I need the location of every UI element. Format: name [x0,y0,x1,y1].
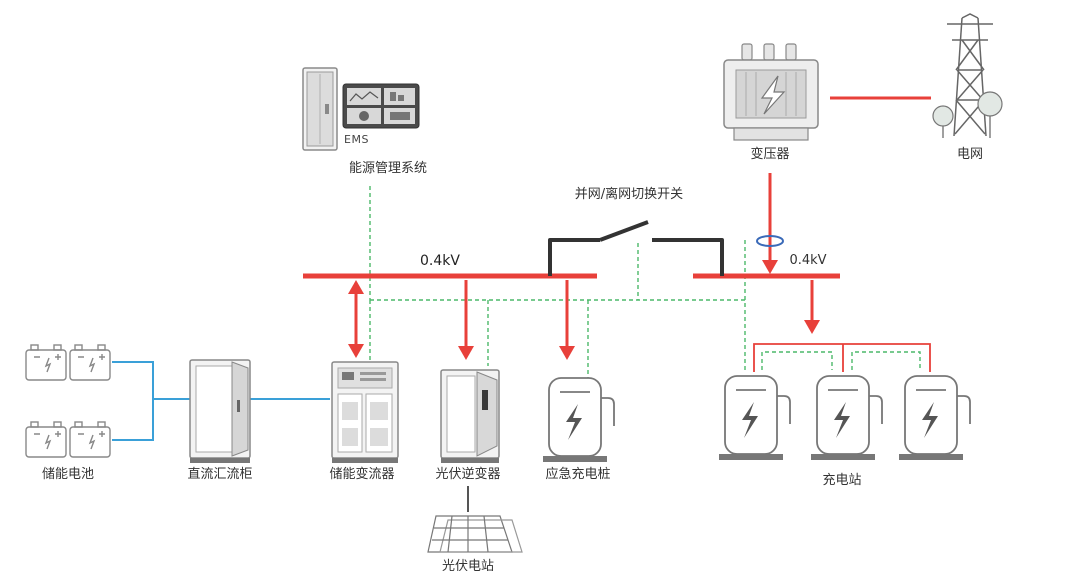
cabinet-icon [331,361,399,463]
control-lines [369,186,921,383]
storage-batteries [25,344,111,458]
tree-icon [977,91,1003,138]
ems-label: EMS [344,133,369,146]
transformer: 变压器 [723,43,819,162]
control-line-charger-1 [761,351,833,370]
grid-switch[interactable] [548,220,724,276]
arrow-up-pcs [348,280,364,294]
control-line-charger-2 [851,351,921,370]
ems-server-rack: EMS [302,67,420,151]
power-arrows [348,260,820,360]
switch-left-arm [548,238,600,276]
pv-plant-label: 光伏电站 [442,559,494,571]
pv-inverter-label: 光伏逆变器 [435,466,500,482]
tree-icon [932,105,954,138]
emergency-charger: 应急充电桩 [543,377,615,482]
transformer-label: 变压器 [750,146,789,162]
charger-icon [899,375,971,460]
current-sensor-icon [756,235,784,247]
battery-icon [25,421,67,458]
monitor-panel-icon [342,83,420,129]
charging-station-label: 充电站 [822,472,861,488]
pcs-label: 储能变流器 [329,466,394,482]
battery-label: 储能电池 [42,467,94,482]
grid-tower: 电网 [932,13,1003,162]
cabinet-icon [440,369,500,463]
dc-cabinet-label: 直流汇流柜 [187,467,252,482]
battery-icon [69,344,111,381]
battery-icon [69,421,111,458]
solar-panel-icon [427,515,523,553]
bus-left-voltage-label: 0.4kV [420,253,460,269]
ems-system-label: 能源管理系统 [349,161,427,176]
bus-right-voltage-label: 0.4kV [789,253,826,268]
grid-label: 电网 [957,147,983,162]
dc-line-battery-bus [112,361,154,441]
switch-blade[interactable] [599,220,649,242]
charger-icon [719,375,791,460]
battery-icon [25,344,67,381]
charger-icon [543,377,615,462]
charger-distribution-line [753,343,931,372]
arrow-down-pcs [348,344,364,358]
transmission-tower-icon [947,13,993,137]
arrow-down-emergency [559,346,575,360]
server-rack-icon [302,67,338,151]
arrow-down-pv [458,346,474,360]
pcs-converter: 储能变流器 [329,361,399,482]
dc-combiner-cabinet: 直流汇流柜 [187,359,253,482]
dc-lines [112,361,330,441]
arrow-down-station [804,320,820,334]
charger-icon [811,375,883,460]
switch-label: 并网/离网切换开关 [575,186,683,202]
cabinet-icon [189,359,251,463]
emergency-charger-label: 应急充电桩 [545,466,610,482]
charging-station: 充电站 [719,375,971,488]
arrow-down-transformer [762,260,778,274]
transformer-icon [723,43,819,141]
switch-right-arm [652,238,724,276]
pv-inverter: 光伏逆变器 [435,369,501,482]
